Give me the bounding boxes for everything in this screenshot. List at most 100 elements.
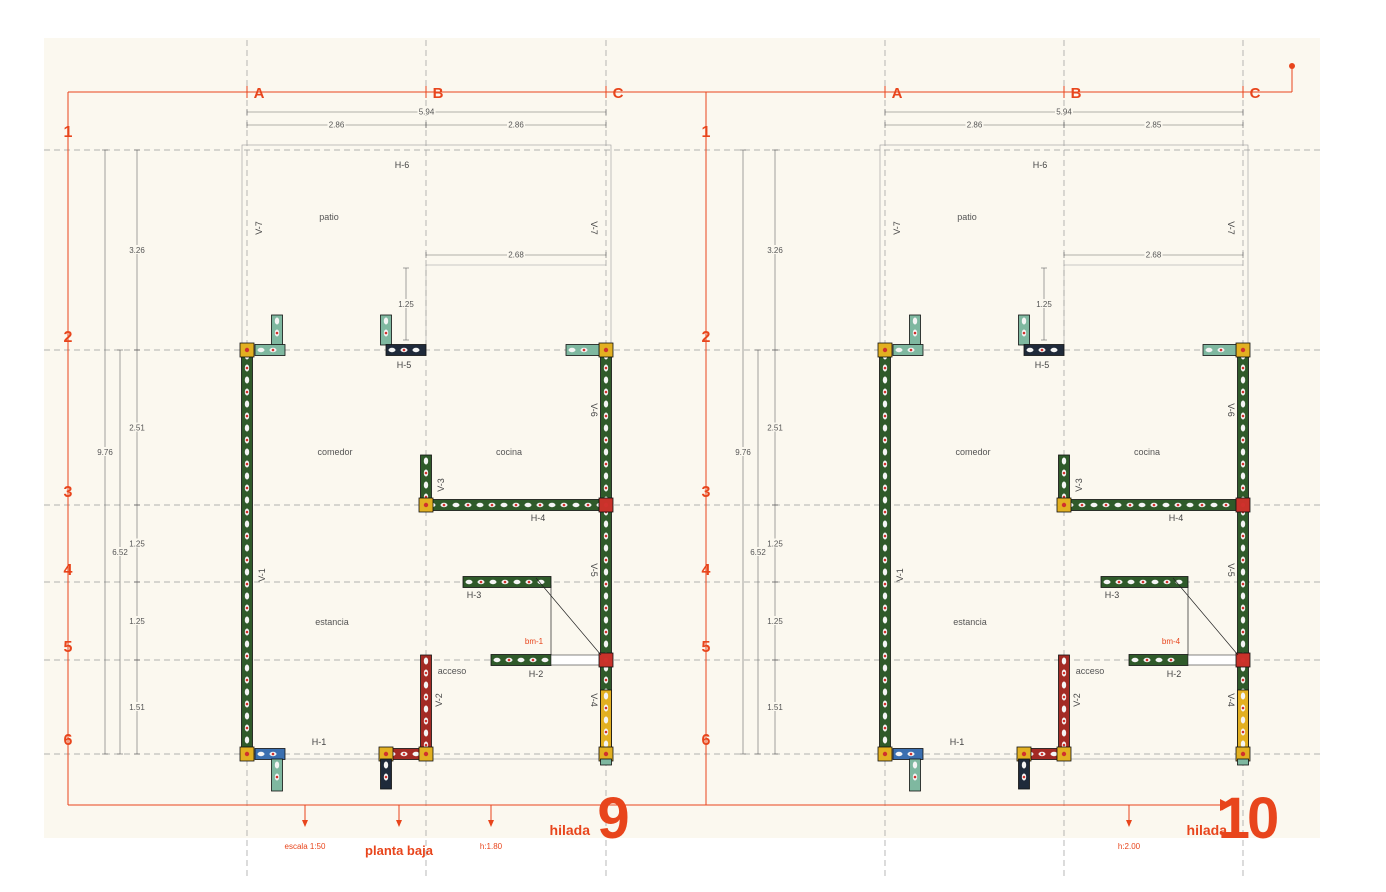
stub-h5-up <box>1018 314 1030 346</box>
block-rebar-dot <box>883 390 887 394</box>
block-cell <box>388 347 396 353</box>
drawing-sheet <box>44 38 1320 838</box>
block-rebar-dot <box>1241 558 1245 562</box>
dimension-label: 9.76 <box>97 448 113 457</box>
label-v5: V-5 <box>1226 563 1236 577</box>
stub-a6-right <box>892 748 924 760</box>
door-opening <box>550 654 602 666</box>
block-cell <box>1162 502 1170 508</box>
corner-rebar <box>423 751 429 757</box>
hilada-word: hilada <box>550 822 591 838</box>
dimension-row-5-6: 1.51 <box>128 659 146 755</box>
note-title: planta baja <box>365 843 434 858</box>
block-rebar-dot <box>402 752 406 756</box>
dimension-bay-bc: 2.86 <box>425 120 607 130</box>
dimension-label: 2.86 <box>508 121 524 130</box>
block-cell <box>882 400 888 408</box>
block-cell <box>912 317 918 325</box>
block-rebar-dot <box>245 654 249 658</box>
block-rebar-dot <box>1165 580 1169 584</box>
block-rebar-dot <box>1080 503 1084 507</box>
stub-b6-down <box>1018 758 1030 790</box>
block-cell <box>1021 761 1027 769</box>
corner-rebar <box>603 657 609 663</box>
dimension-label-bg <box>749 547 767 556</box>
room-acceso: acceso <box>1076 666 1105 676</box>
label-v7-right: V-7 <box>589 221 599 235</box>
block-cell <box>1021 317 1027 325</box>
axis-letter-C: C <box>613 85 624 102</box>
block-rebar-dot <box>271 752 275 756</box>
block-cell <box>1240 400 1246 408</box>
room-estancia: estancia <box>315 617 349 627</box>
dimension-row-2-3: 2.51 <box>766 349 784 506</box>
block-cell <box>1240 448 1246 456</box>
block-cell <box>882 568 888 576</box>
block-rebar-dot <box>245 534 249 538</box>
corner-rebar <box>603 751 609 757</box>
dimension-label: 5.94 <box>1056 108 1072 117</box>
dimension-label-bg <box>128 245 146 254</box>
stub-a2-right <box>892 344 924 356</box>
axis-letter-B: B <box>1071 85 1082 102</box>
block-cell <box>244 448 250 456</box>
stub-c2-left <box>1202 344 1237 356</box>
dimension-kitchen-width: 2.68 <box>425 250 607 260</box>
wall-h4 <box>425 499 607 511</box>
corner-rebar <box>383 751 389 757</box>
block-cell <box>603 472 609 480</box>
dimension-label-bg <box>1144 250 1163 258</box>
label-v7-left: V-7 <box>892 221 902 235</box>
dimension-total-height: 9.76 <box>96 149 114 755</box>
block-cell <box>1240 376 1246 384</box>
node-c6 <box>1235 746 1251 762</box>
hilada-number: 10 <box>1218 786 1277 851</box>
stub-a2-up <box>909 314 921 346</box>
block-rebar-dot <box>883 726 887 730</box>
wall-v3 <box>1058 454 1070 506</box>
node-b6 <box>1056 746 1072 762</box>
block-cell <box>1240 592 1246 600</box>
dimension-label-bg <box>397 299 415 308</box>
block-cell <box>1050 347 1058 353</box>
block-rebar-dot <box>245 606 249 610</box>
block-cell <box>882 496 888 504</box>
block-cell <box>603 568 609 576</box>
dimension-label-bg <box>734 447 752 456</box>
corner-rebar <box>244 751 250 757</box>
block-cell <box>1127 579 1135 585</box>
block-rebar-dot <box>604 414 608 418</box>
block-rebar-dot <box>883 414 887 418</box>
stub-c6-down <box>600 758 612 766</box>
grid-lines <box>44 40 1320 880</box>
dimension-label-bg <box>1055 107 1073 115</box>
block-cell <box>244 664 250 672</box>
block-cell <box>1050 751 1058 757</box>
block-cell <box>882 448 888 456</box>
label-v4: V-4 <box>589 693 599 707</box>
node-c5 <box>1235 652 1251 668</box>
wall-body <box>600 758 612 766</box>
dimension-label-bg <box>128 538 146 548</box>
wall-v2 <box>1058 654 1070 755</box>
dimension-label-bg <box>417 107 436 115</box>
hilada-number: 9 <box>597 786 628 851</box>
dimension-notch: 1.25 <box>397 267 415 341</box>
block-rebar-dot <box>604 678 608 682</box>
block-rebar-dot <box>1117 580 1121 584</box>
block-cell <box>603 424 609 432</box>
door-label: bm-4 <box>1162 637 1181 646</box>
dimension-label-bg <box>128 422 146 432</box>
block-cell <box>423 681 429 689</box>
block-rebar-dot <box>245 510 249 514</box>
block-rebar-dot <box>531 658 535 662</box>
block-rebar-dot <box>1241 366 1245 370</box>
axis-number-1: 1 <box>64 124 73 141</box>
stub-c6-down <box>1237 758 1249 766</box>
label-v6: V-6 <box>1226 403 1236 417</box>
door-label: bm-1 <box>525 637 544 646</box>
dimension-label-bg <box>96 447 114 456</box>
block-cell <box>1131 657 1139 663</box>
block-cell <box>882 736 888 744</box>
wall-v4 <box>600 689 612 755</box>
